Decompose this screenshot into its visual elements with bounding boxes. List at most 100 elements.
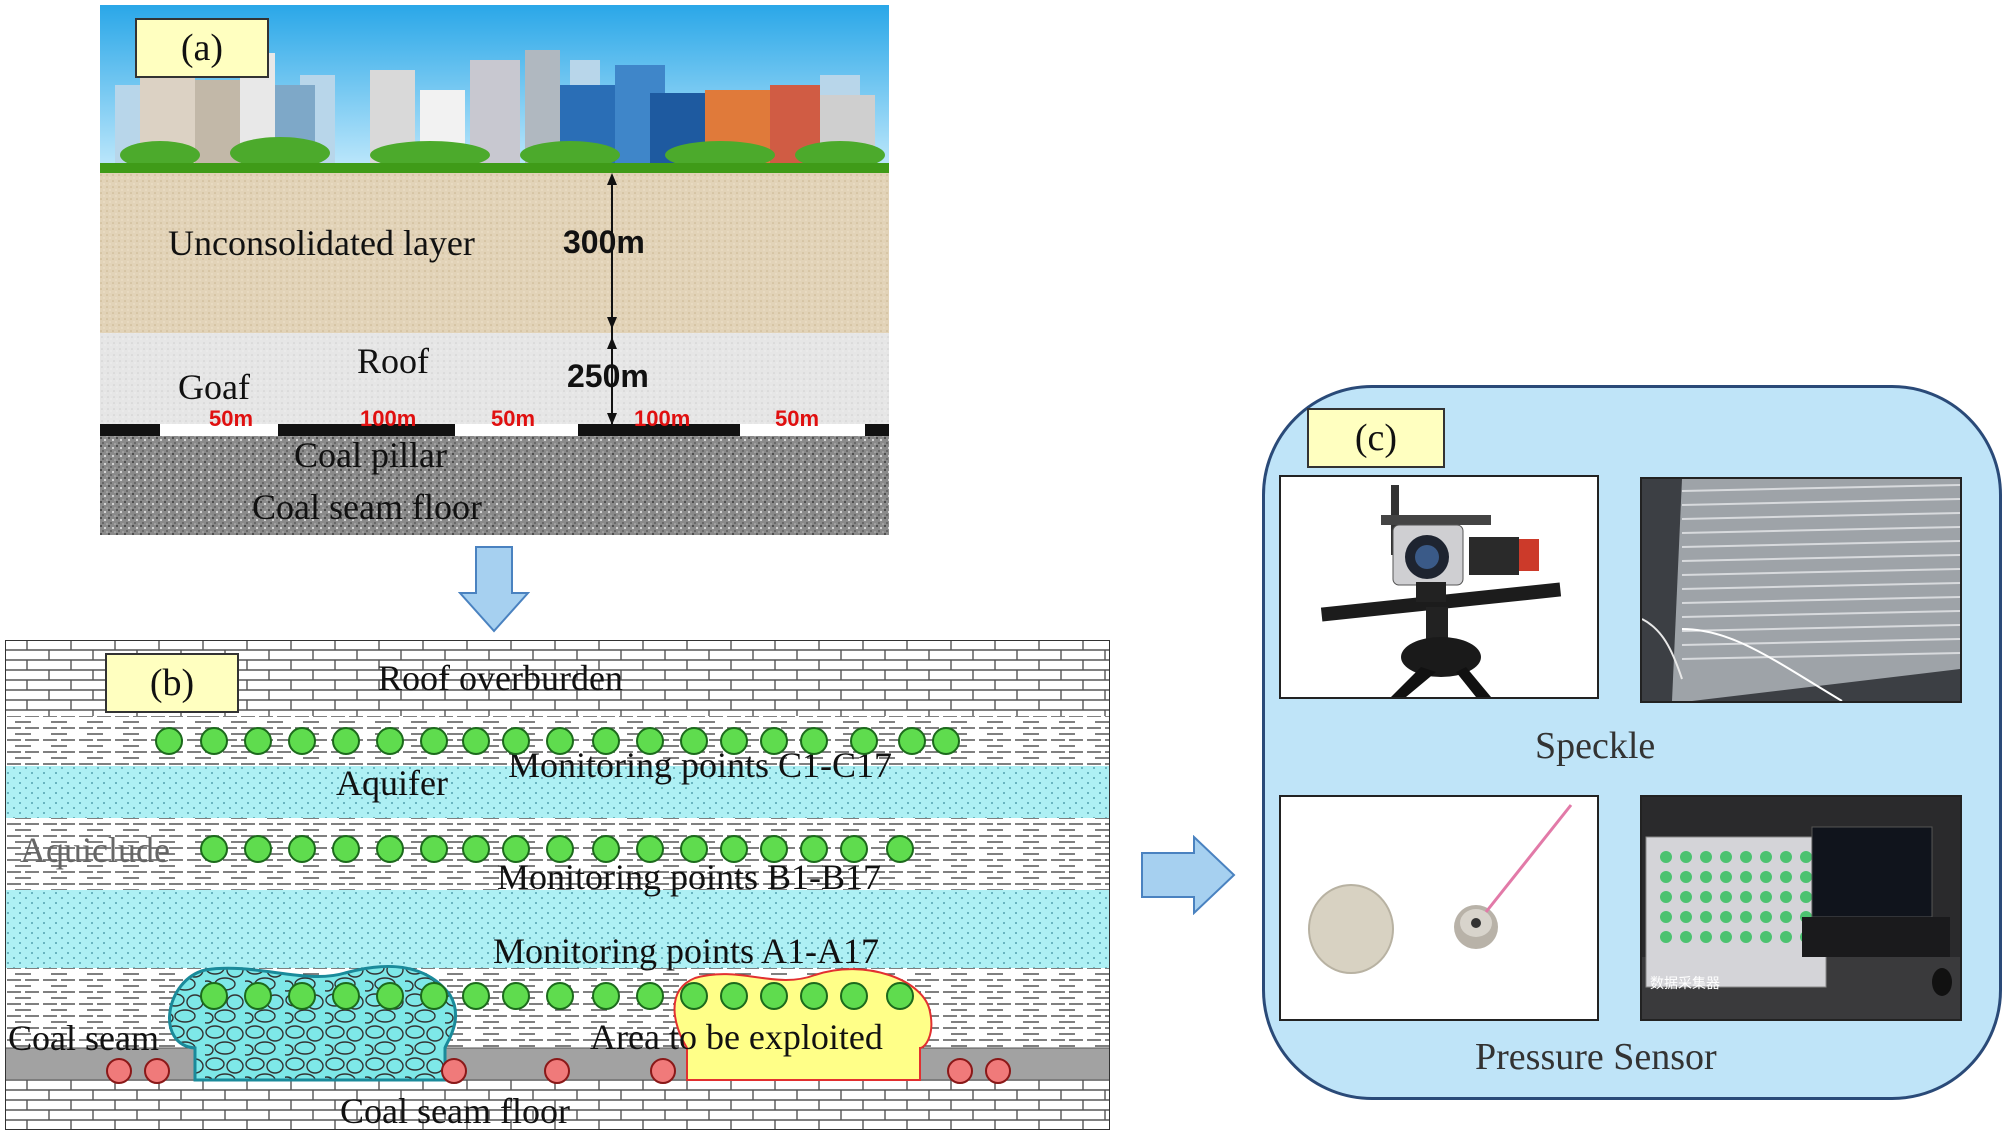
data-collector-illustration [1642,797,1960,1019]
monitoring-dot [636,727,664,755]
monitoring-dot [200,727,228,755]
monitoring-dot [502,835,530,863]
right-arrow-icon [1141,835,1236,915]
monitoring-dot [592,727,620,755]
trees [120,137,885,169]
monitoring-dot [840,835,868,863]
monitoring-dot [288,982,316,1010]
roof-label: Roof [357,341,429,381]
monitoring-dot [546,982,574,1010]
monitoring-dot [800,835,828,863]
monitoring-a-label: Monitoring points A1-A17 [493,931,880,971]
aquifer-label: Aquifer [336,763,448,803]
coal-pillar-label: Coal pillar [294,435,447,475]
monitoring-dot [720,982,748,1010]
monitoring-dot [200,982,228,1010]
monitoring-dot [886,835,914,863]
monitoring-dot [332,835,360,863]
goaf-label: Goaf [178,367,250,407]
pressure-dot [544,1058,570,1084]
coal-seam-floor-label-a: Coal seam floor [252,487,482,527]
pressure-dot [650,1058,676,1084]
monitoring-dot [898,727,926,755]
panel-a-illustration [100,5,889,535]
monitoring-dot [636,982,664,1010]
speckle-specimen-photo [1640,477,1962,703]
width-label-5: 50m [775,406,820,431]
monitoring-dot [546,727,574,755]
depth-label-300: 300m [563,224,645,260]
monitoring-dot [420,727,448,755]
monitoring-dot [288,727,316,755]
camera-rig-illustration [1281,477,1597,697]
monitoring-dot [332,982,360,1010]
monitoring-dot [244,727,272,755]
pressure-dot [144,1058,170,1084]
data-collector-photo: 数据采集器 [1640,795,1962,1021]
speckle-caption: Speckle [1535,725,1656,767]
monitoring-dot [420,982,448,1010]
coal-seam-band [100,424,889,436]
monitoring-dot [840,982,868,1010]
monitoring-dot [800,982,828,1010]
monitoring-dot [502,982,530,1010]
aquiclude-label: Aquiclude [20,830,170,870]
speckle-camera-photo [1279,475,1599,699]
monitoring-dot [720,835,748,863]
width-label-2: 100m [360,406,417,431]
monitoring-dot [502,727,530,755]
coal-seam-label: Coal seam [8,1018,159,1058]
width-label-1: 50m [209,406,254,431]
pressure-dot [947,1058,973,1084]
monitoring-dot [332,727,360,755]
monitoring-dot [592,835,620,863]
monitoring-dot [680,835,708,863]
monitoring-dot [800,727,828,755]
monitoring-dot [760,727,788,755]
monitoring-dot [680,727,708,755]
monitoring-dot [592,982,620,1010]
monitoring-dot [680,982,708,1010]
pressure-dot [985,1058,1011,1084]
monitoring-dot [760,982,788,1010]
pressure-dot [441,1058,467,1084]
roof-overburden-label: Roof overburden [378,658,623,698]
width-label-3: 50m [491,406,536,431]
panel-b-tag: (b) [105,653,239,713]
monitoring-dot [376,835,404,863]
monitoring-dot [462,727,490,755]
pressure-sensor-illustration [1281,797,1597,1019]
depth-label-250: 250m [567,358,649,394]
monitoring-dot [200,835,228,863]
monitoring-dot [376,982,404,1010]
monitoring-dot [850,727,878,755]
monitoring-dot [886,982,914,1010]
unconsolidated-layer-label: Unconsolidated layer [168,223,475,263]
down-arrow-icon [458,546,530,633]
monitoring-dot [462,835,490,863]
pressure-dot [106,1058,132,1084]
monitoring-dot [420,835,448,863]
speckle-specimen-illustration [1642,479,1960,701]
pressure-sensor-caption: Pressure Sensor [1475,1036,1717,1078]
area-exploited-label: Area to be exploited [590,1017,883,1057]
monitoring-dot [244,835,272,863]
monitoring-dot [720,727,748,755]
coal-seam-floor-label-b: Coal seam floor [340,1091,570,1131]
monitoring-dot [546,835,574,863]
panel-c-tag: (c) [1307,408,1445,468]
monitoring-dot [376,727,404,755]
monitoring-dot [636,835,664,863]
data-collector-label: 数据采集器 [1650,976,1720,992]
monitoring-dot [155,727,183,755]
panel-a-tag: (a) [135,18,269,78]
monitoring-dot [932,727,960,755]
monitoring-dot [462,982,490,1010]
monitoring-dot [244,982,272,1010]
monitoring-b-label: Monitoring points B1-B17 [497,857,882,897]
panel-a [100,5,889,535]
monitoring-dot [760,835,788,863]
width-label-4: 100m [634,406,691,431]
monitoring-dot [288,835,316,863]
pressure-sensor-photo [1279,795,1599,1021]
